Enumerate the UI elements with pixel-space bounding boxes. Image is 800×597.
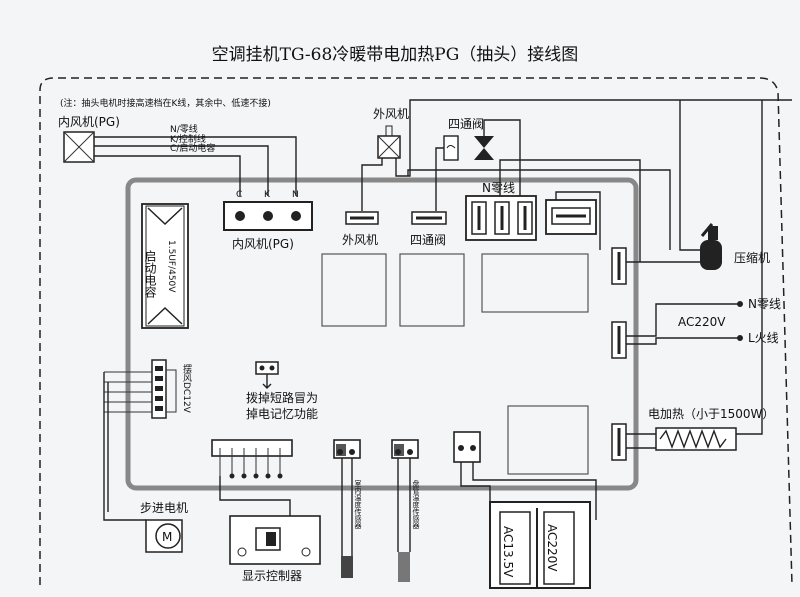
indoor-fan-connector — [223, 201, 313, 231]
transformer-icon — [489, 501, 591, 589]
pipe-sensor-connector — [391, 439, 419, 459]
pin-c-label: C — [236, 190, 242, 200]
pin-k-label: K — [264, 190, 271, 200]
relay-block-1 — [321, 253, 387, 327]
valve-connector — [411, 211, 447, 225]
live-line-label: L火线 — [748, 331, 779, 345]
relay-block-3 — [481, 253, 589, 313]
jumper-text-1: 拨掉短路冒为 — [246, 390, 318, 405]
wiring-note: (注：抽头电机时接高速档在K线，其余中、低速不接) — [60, 97, 271, 109]
valve-icon — [474, 136, 494, 160]
display-connector — [211, 439, 293, 479]
compressor-label: 压缩机 — [734, 250, 770, 265]
swing-connector — [104, 359, 177, 419]
transformer-low-label: AC13.5V — [501, 526, 515, 578]
relay-connector — [545, 199, 597, 235]
wire-c-label: C/启动电容 — [170, 142, 215, 154]
relay-block-4 — [507, 405, 589, 475]
power-connector — [611, 321, 627, 359]
pipe-sensor-label: 盘管温度传感器 — [412, 479, 420, 530]
heater-label: 电加热（小于1500W） — [648, 407, 774, 421]
pipe-sensor-probe-icon — [398, 552, 410, 582]
outdoor-fan-icon — [377, 125, 401, 159]
outdoor-fan-label: 外风机 — [373, 107, 409, 121]
room-sensor-probe-icon — [341, 556, 353, 578]
display-controller-icon — [229, 515, 321, 565]
compressor-icon — [700, 223, 722, 270]
capacitor-icon — [141, 203, 189, 329]
room-sensor-label: 室内温度传感器 — [354, 479, 362, 530]
valve-label: 四通阀 — [448, 117, 484, 131]
neutral-line-label: N零线 — [748, 297, 781, 311]
stepper-motor-icon — [145, 519, 183, 553]
stepper-motor-symbol: M — [162, 530, 172, 544]
relay-block-2 — [399, 253, 465, 327]
neutral-terminal-block — [465, 195, 537, 241]
jumper-text-2: 掉电记忆功能 — [246, 407, 318, 421]
display-controller-label: 显示控制器 — [242, 569, 302, 583]
stepper-motor-label: 步进电机 — [140, 501, 188, 515]
capacitor-text-2: 1.5UF/450V — [166, 240, 176, 293]
page-title: 空调挂机TG-68冷暖带电加热PG（抽头）接线图 — [212, 45, 579, 65]
outdoor-fan-connector — [345, 211, 379, 225]
indoor-fan-wires — [94, 136, 297, 196]
transformer-high-label: AC220V — [545, 524, 559, 572]
heater-element-icon — [655, 427, 737, 451]
indoor-fan-label: 内风机(PG) — [58, 115, 120, 129]
control-board — [125, 177, 639, 491]
indoor-fan-icon — [63, 131, 95, 163]
transformer-connector — [453, 431, 481, 463]
jumper-icon — [255, 361, 279, 389]
outer-dashed-border — [39, 77, 793, 586]
valve-connector-label: 四通阀 — [410, 233, 446, 247]
neutral-block-label: N零线 — [482, 181, 515, 195]
room-sensor-connector — [333, 439, 361, 459]
swing-label: 摆风DC12V — [181, 363, 192, 414]
capacitor-text-1: 启动电容 — [143, 250, 157, 299]
voltage-label: AC220V — [678, 315, 726, 329]
indoor-fan-connector-label: 内风机(PG) — [232, 237, 294, 251]
pin-n-label: N — [292, 190, 299, 200]
outdoor-fan-connector-label: 外风机 — [342, 233, 378, 247]
valve-coil-icon — [443, 135, 459, 161]
heater-connector — [611, 423, 627, 461]
compressor-connector — [611, 247, 627, 285]
wire-k-label: K/控制线 — [170, 133, 206, 145]
wire-n-label: N/零线 — [170, 123, 198, 135]
